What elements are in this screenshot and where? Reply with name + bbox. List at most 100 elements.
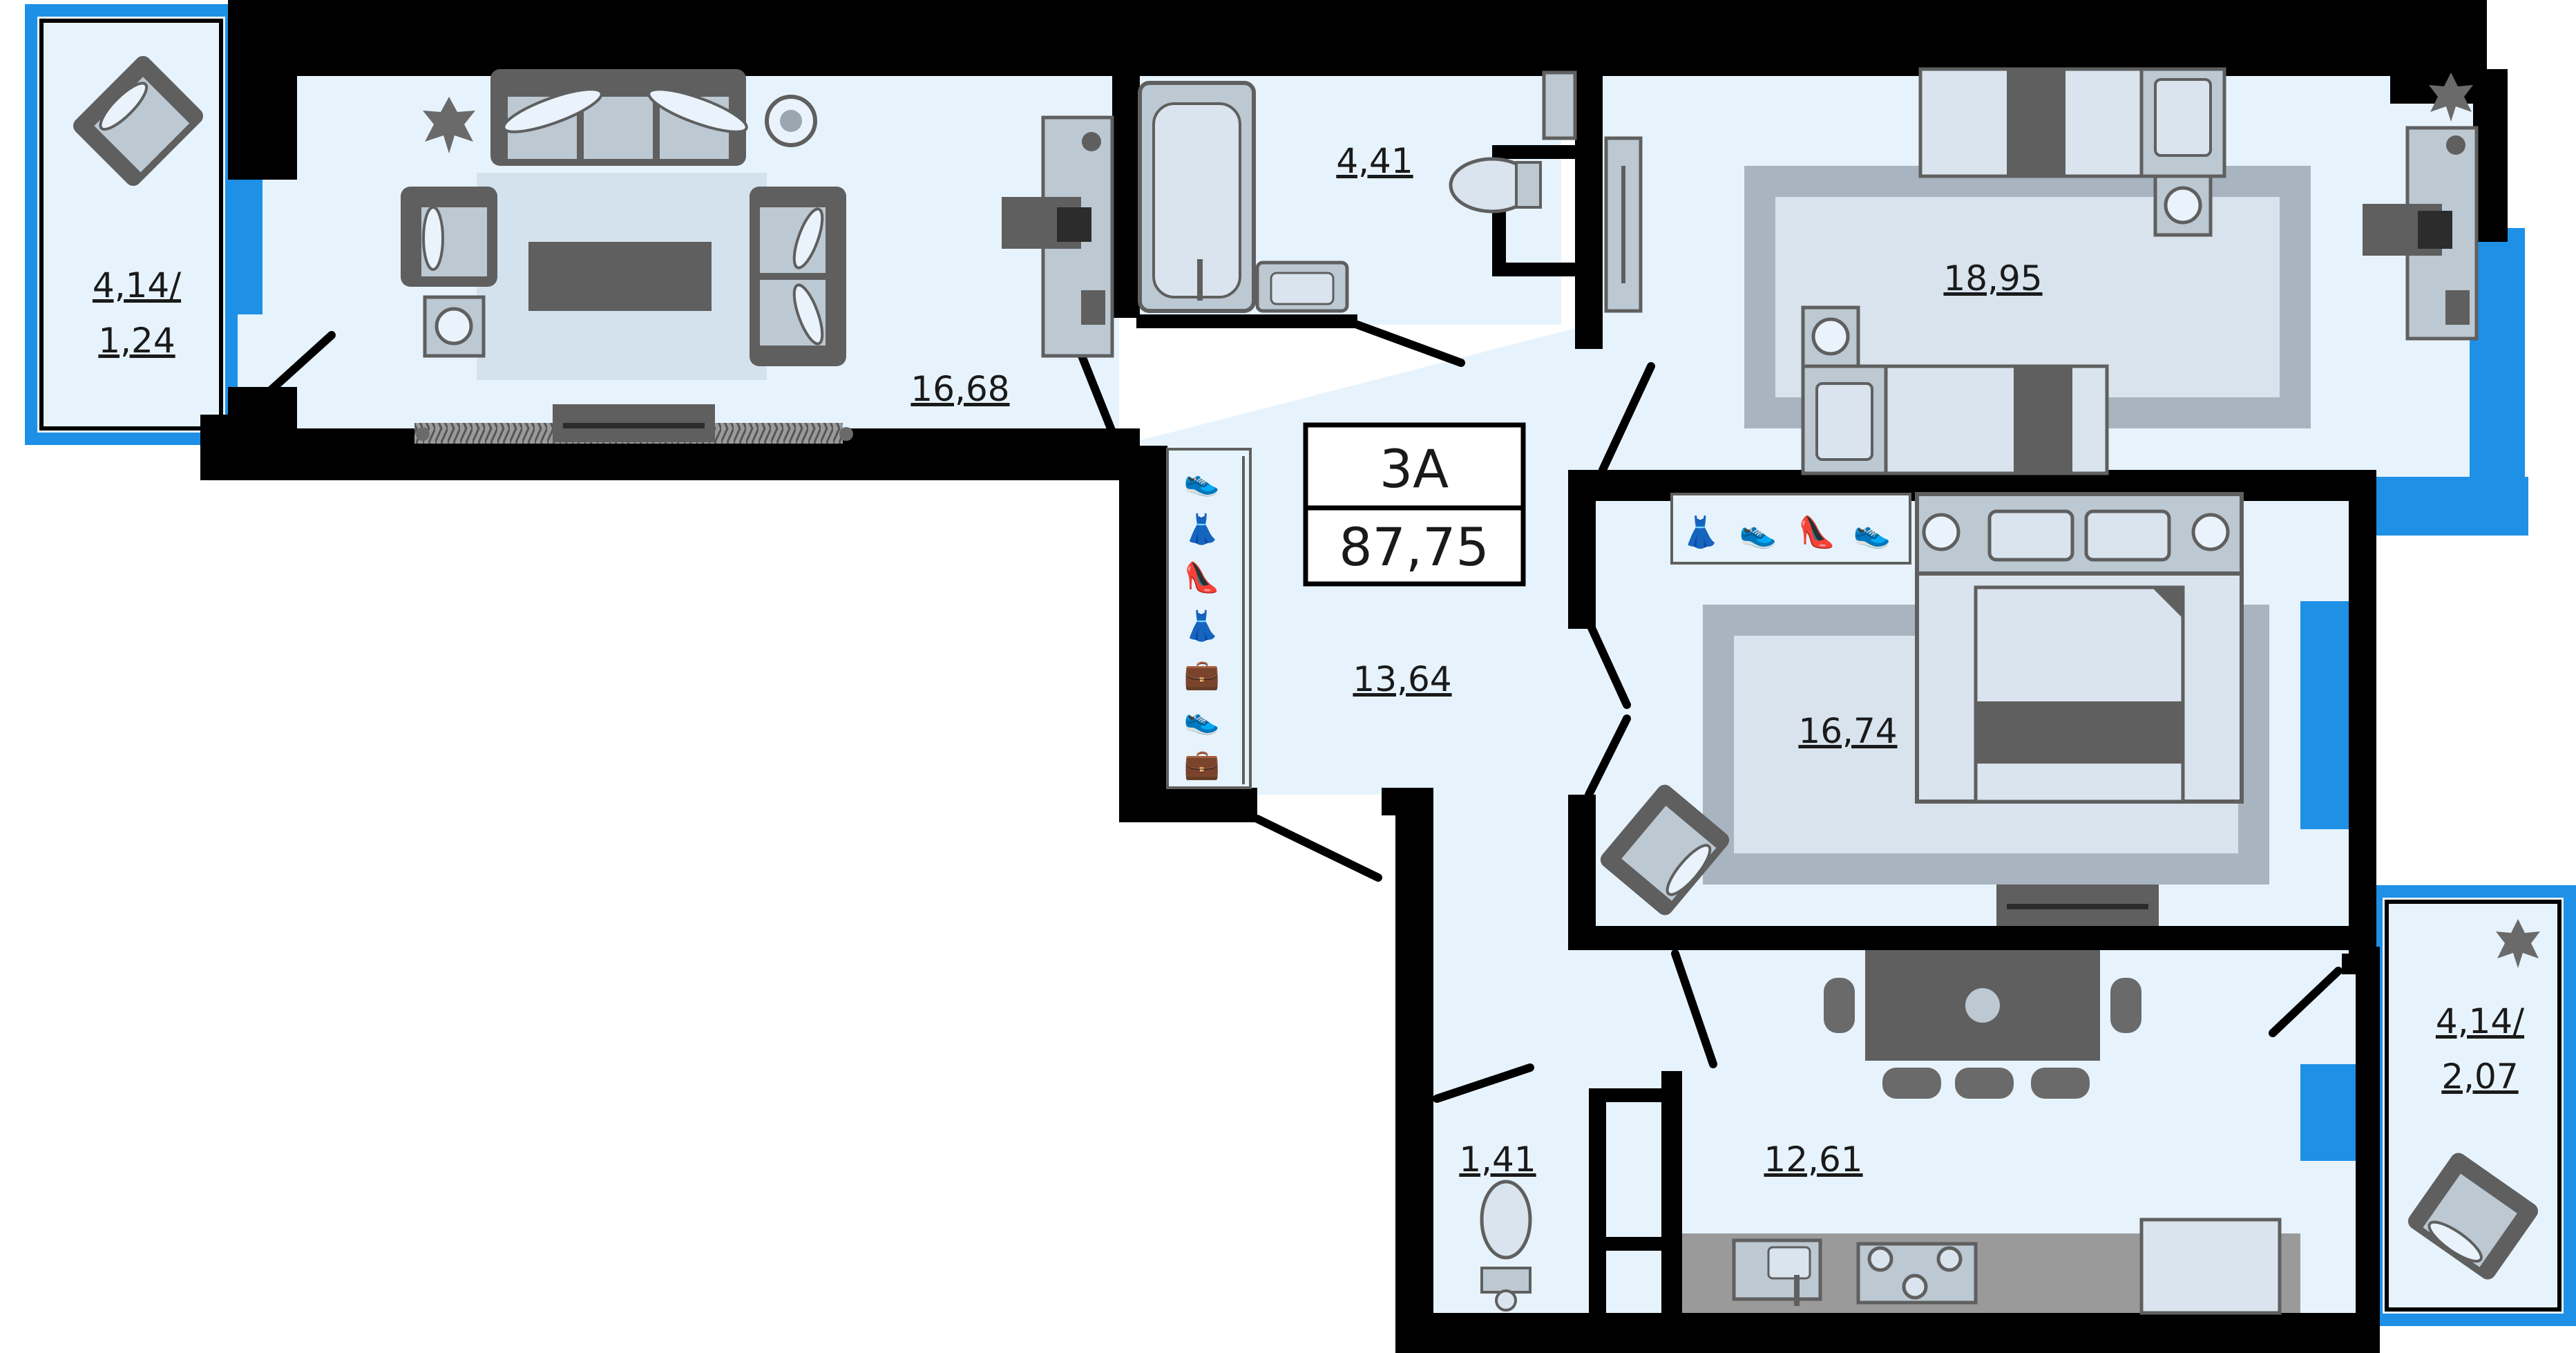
washbasin-inner [1270, 272, 1335, 305]
balcony-right-armchair-pillow [2427, 1220, 2483, 1263]
dining-chair-bottom-2 [1955, 1068, 2014, 1099]
desk-living-books [1081, 290, 1105, 325]
toilet-area: 1,41 [1459, 1139, 1536, 1180]
wall-left-living-top [228, 69, 297, 180]
dining-chair-bottom-1 [1882, 1068, 1941, 1099]
bathroom-area: 4,41 [1336, 141, 1413, 181]
dining-chair-left [1824, 978, 1855, 1033]
window-balcony-door-left [228, 176, 263, 314]
wall-bath-bedroom [1575, 69, 1603, 349]
wall-top-bedroom [1568, 0, 2487, 76]
balcony-right-plant-icon [2496, 919, 2540, 968]
balcony-left-armchair-seat [94, 77, 190, 173]
dining-chair-right [2110, 978, 2141, 1033]
bath-tap [1197, 259, 1203, 301]
toilet-furniture [1480, 1180, 1532, 1312]
balcony-right-inner [2385, 900, 2561, 1312]
dining-chair-bottom-3 [2031, 1068, 2090, 1099]
wall-bath-toilet-nub [1492, 145, 1589, 159]
bedroom-closet [1670, 493, 1911, 565]
closet-heel-icon: 👠 [1184, 560, 1220, 594]
desk-living-laptop [1057, 207, 1091, 242]
door-living-room [1074, 341, 1123, 453]
balcony-right-armchair [2407, 1153, 2539, 1280]
stove-burner-1-icon [1867, 1246, 1893, 1272]
bathroom-furniture [1138, 70, 1643, 313]
bed-top-pillow [2154, 78, 2212, 157]
desk-bedroom-books [2445, 290, 2470, 325]
wall-bottom [1395, 1313, 2380, 1353]
wall-bath-bottom [1136, 314, 1357, 328]
window-bay-vertical [2470, 228, 2525, 504]
wall-top-bath [1133, 0, 1575, 76]
desk-bedroom-laptop [2418, 211, 2452, 249]
armchair-left-pillow [422, 206, 444, 271]
wall-toilet-mid [1589, 1237, 1682, 1251]
wall-right-kitchen [2356, 947, 2380, 1347]
toilet-flush-icon [1495, 1289, 1517, 1312]
double-bed-pillow-2 [2084, 509, 2171, 562]
door-kitchen [1671, 949, 1717, 1068]
door-balcony-right [2269, 967, 2343, 1037]
window-bay-horizontal [2376, 477, 2528, 536]
double-bed-lamp-left-icon [1922, 513, 1960, 551]
wall-balcony-left-base [200, 415, 242, 477]
wall-kitchen-left [1661, 1071, 1682, 1316]
sofa-seat-2 [584, 97, 653, 159]
living-room-furniture [401, 69, 1114, 444]
tv-screen [563, 423, 705, 428]
bedroom-armchair-seat [1621, 805, 1717, 901]
badge-type-box [1303, 422, 1526, 511]
tv-plant-left-icon [416, 427, 430, 441]
bed-bottom-blanket-band [2014, 366, 2072, 473]
bedroom-closet-shoe-icon-1: 👟 [1739, 515, 1777, 550]
bedroom-closet-shoe-icon-2: 👟 [1853, 515, 1891, 550]
door-toilet [1433, 1063, 1534, 1103]
closet-shoe-icon-1: 👟 [1184, 464, 1220, 498]
kitchen-furniture [1682, 950, 2300, 1315]
wall-closet-bottom [1119, 788, 1257, 822]
badge-area-box [1303, 505, 1526, 587]
closet-bag-icon-1: 💼 [1184, 657, 1220, 691]
side-lamp-icon [435, 307, 473, 346]
bath-toilet-base [1515, 161, 1542, 209]
double-bed-headboard [1915, 492, 2244, 576]
double-bed-blanket-fold [2152, 587, 2183, 618]
closet-bag-icon-2: 💼 [1184, 747, 1220, 781]
kitchen-sink-tap [1794, 1275, 1800, 1306]
bedroom-closet-dress-icon: 👗 [1682, 515, 1720, 550]
wall-closet-left [1119, 446, 1167, 822]
desk-bedroom-lamp-icon [2446, 135, 2465, 155]
door-balcony-left [255, 331, 336, 405]
door-bedroom-a [1585, 618, 1631, 709]
wall-hall-left [1395, 788, 1433, 1353]
balcony-left-furniture [73, 55, 204, 187]
window-kitchen [2300, 1064, 2356, 1161]
double-bed-blanket [1974, 585, 2185, 804]
wall-bath-toilet-nub2 [1492, 263, 1589, 276]
double-bed-blanket-band [1976, 701, 2183, 764]
bed-bottom-pillow [1815, 382, 1873, 461]
bedroom-large-area: 18,95 [1943, 258, 2042, 299]
kitchen-area: 12,61 [1764, 1139, 1862, 1180]
kitchen-sink-basin [1767, 1246, 1811, 1280]
apartment-badge: 3A 87,75 [1303, 422, 1526, 587]
hallway-area: 13,64 [1353, 659, 1451, 699]
closet-dress-icon-2: 👗 [1184, 609, 1220, 643]
plant-icon [423, 97, 475, 153]
nightstand-top-lamp-icon [2164, 186, 2202, 225]
balcony-left-area-2: 1,24 [98, 321, 175, 361]
balcony-left-inner [39, 19, 223, 430]
wall-bedroom-kitchen [1568, 926, 2376, 950]
sofa-pillow-2 [647, 88, 748, 133]
door-bedroom-large [1599, 362, 1655, 474]
stove-burner-2-icon [1936, 1246, 1963, 1272]
window-bedroom [2300, 601, 2356, 829]
balcony-right-area-1: 4,14/ [2436, 1001, 2524, 1041]
bedroom-large-furniture [1801, 67, 2479, 475]
door-bathroom [1353, 321, 1465, 367]
wall-toilet-kitchen [1589, 1088, 1606, 1316]
apartment-total-area: 87,75 [1339, 516, 1489, 578]
wall-right-upper [2473, 69, 2508, 242]
bathtub-inner [1152, 102, 1241, 299]
